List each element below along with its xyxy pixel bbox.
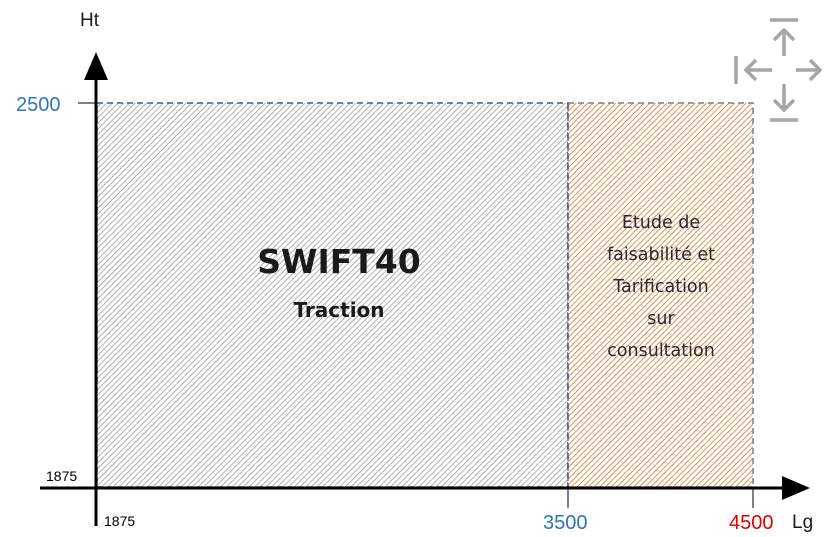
move-resize-arrows-icon bbox=[734, 18, 823, 122]
zone-side-line: faisabilité et bbox=[607, 245, 715, 265]
zone-main-title: SWIFT40 bbox=[257, 242, 420, 281]
x-axis-title: Lg bbox=[792, 512, 813, 533]
x-tick-label: 4500 bbox=[729, 512, 774, 534]
y-axis-title: Ht bbox=[80, 10, 100, 31]
zone-main bbox=[96, 102, 569, 488]
x-tick-label: 1875 bbox=[104, 513, 135, 529]
y-axis-arrowhead bbox=[84, 52, 108, 80]
zone-side bbox=[567, 102, 754, 488]
zone-main-subtitle: Traction bbox=[293, 298, 384, 322]
x-tick-label: 3500 bbox=[543, 512, 588, 534]
zone-side-line: Etude de bbox=[622, 213, 700, 233]
zone-side-line: consultation bbox=[607, 341, 715, 361]
y-tick-label: 2500 bbox=[16, 94, 61, 116]
zone-side-line: Tarification bbox=[612, 277, 708, 297]
zone-side-line: sur bbox=[647, 309, 675, 329]
y-tick-label: 1875 bbox=[46, 468, 77, 484]
x-axis-arrowhead bbox=[782, 476, 810, 500]
